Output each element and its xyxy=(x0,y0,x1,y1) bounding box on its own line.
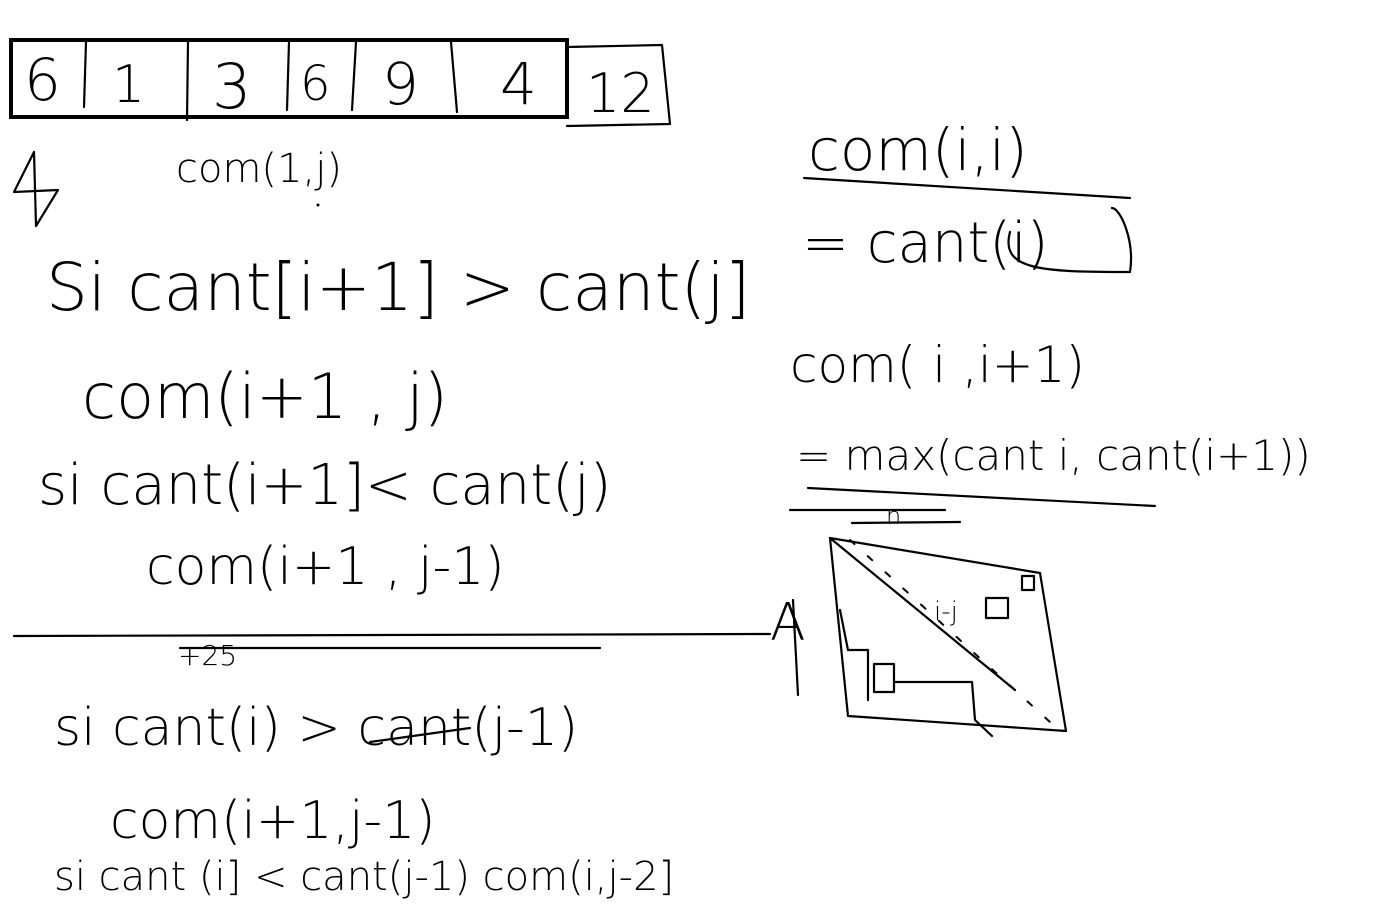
extra-cell-outline xyxy=(565,43,672,128)
base-case: com(i,i) xyxy=(808,116,1028,184)
array-outline xyxy=(9,38,569,119)
array-cell-4: 9 xyxy=(382,50,419,118)
array-divider xyxy=(285,40,291,112)
circle-stroke xyxy=(1007,206,1133,274)
pair-value: = max(cant i, cant(i+1)) xyxy=(796,431,1311,480)
array-divider xyxy=(185,40,190,122)
matrix-top-label: n xyxy=(886,502,901,530)
base-value: = cant(i) xyxy=(802,211,1049,276)
matrix-cell-label: i-j xyxy=(934,597,958,627)
matrix-diagonal-dotted xyxy=(849,539,1051,723)
pointer-arrow xyxy=(12,150,60,228)
matrix-scribble xyxy=(838,608,870,702)
array-divider xyxy=(350,40,358,112)
note-line-8: si cant (i] < cant(j-1) com(i,j-2] xyxy=(54,854,674,900)
matrix-label-stroke xyxy=(791,598,800,697)
pair-case: com( i ,i+1) xyxy=(790,336,1085,394)
note-line-1: Si cant[i+1] > cant(j] xyxy=(46,249,750,326)
up-arrow-icon xyxy=(12,150,60,228)
pointer-label: com(1,j) xyxy=(176,146,342,192)
pair-rule xyxy=(806,486,1157,508)
matrix-label-a: A xyxy=(770,593,806,653)
array-cell-2: 3 xyxy=(212,50,251,123)
number-array: 6 1 3 6 9 4 12 xyxy=(9,38,672,128)
section-divider xyxy=(12,632,772,638)
matrix-top-stroke xyxy=(850,520,962,525)
array-divider xyxy=(82,40,88,109)
matrix-corner-box xyxy=(1020,574,1036,592)
matrix-cell xyxy=(984,596,1010,620)
matrix-diagonal xyxy=(828,536,1017,692)
note-line-3: si cant(i+1]< cant(j) xyxy=(38,453,611,518)
note-line-2: com(i+1 , j) xyxy=(82,360,448,433)
array-cell-5: 4 xyxy=(500,50,537,118)
array-cell-0: 6 xyxy=(24,46,61,114)
extra-cell-value: 12 xyxy=(586,62,655,125)
matrix-arrow-path xyxy=(892,680,994,738)
base-case-rule xyxy=(802,176,1132,200)
note-line-4: com(i+1 , j-1) xyxy=(146,537,505,597)
ink-dot xyxy=(316,203,320,207)
array-cell-1: 1 xyxy=(112,55,145,115)
note-line-6: si cant(i) > cant(j-1) xyxy=(54,698,578,758)
dp-matrix-diagram: n i-j A xyxy=(770,502,1068,738)
array-divider xyxy=(449,40,459,114)
array-cell-3: 6 xyxy=(300,56,331,112)
struck-note: +25 xyxy=(178,639,237,672)
matrix-cell-small xyxy=(872,662,896,694)
note-line-7: com(i+1,j-1) xyxy=(110,791,436,851)
strike-line xyxy=(368,726,472,744)
matrix-outline xyxy=(828,536,1068,733)
